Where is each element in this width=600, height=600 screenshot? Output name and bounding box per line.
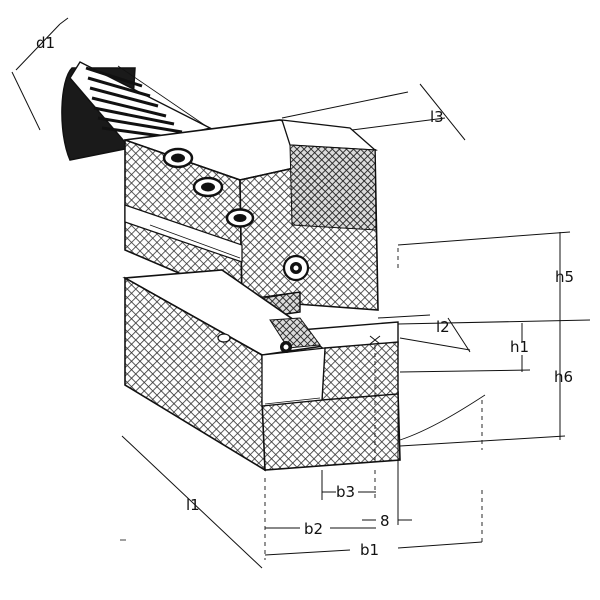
- angle-arc: [399, 394, 486, 441]
- socket-screw-icon: [282, 254, 310, 282]
- dim-b2: b2: [265, 520, 376, 538]
- dim-h1: h1: [397, 319, 591, 373]
- lower-base: [122, 269, 401, 472]
- label-l2: l2: [436, 318, 450, 336]
- shank: [61, 61, 212, 161]
- dim-l1: l1: [121, 435, 263, 569]
- shank-teeth: [85, 66, 191, 142]
- dim-eight: 8: [362, 400, 412, 530]
- counterbore-hole-icon-3: [225, 208, 255, 228]
- dim-d1: d1: [11, 17, 69, 131]
- counterbore-hole-icon-2: [192, 176, 224, 198]
- dim-l3: l3: [281, 83, 466, 141]
- upper-block: [124, 119, 379, 321]
- label-h1: h1: [510, 338, 529, 356]
- label-b3: b3: [336, 483, 355, 501]
- label-b1: b1: [360, 541, 379, 559]
- dim-b3: b3: [321, 470, 376, 501]
- dim-h5: h5: [397, 231, 574, 322]
- counterbore-hole-icon-1: [162, 147, 194, 169]
- label-b2: b2: [304, 520, 323, 538]
- label-l1: l1: [186, 496, 200, 514]
- label-h5: h5: [555, 268, 574, 286]
- label-l3: l3: [430, 108, 444, 126]
- label-h6: h6: [554, 368, 573, 386]
- dim-b1: b1: [264, 541, 483, 559]
- label-eight: 8: [380, 512, 390, 530]
- label-d1: d1: [36, 34, 55, 52]
- hidden-lines: [264, 248, 483, 560]
- dim-h6: h6: [399, 322, 573, 447]
